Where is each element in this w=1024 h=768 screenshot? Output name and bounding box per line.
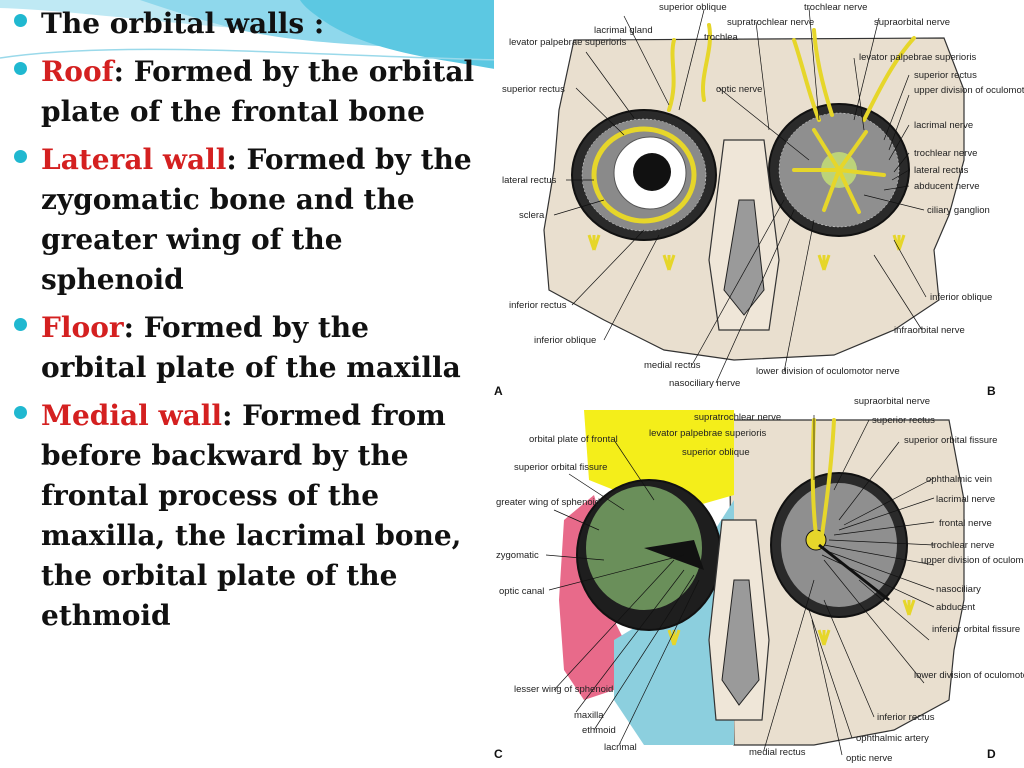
bottom-skull-panel [559, 410, 965, 746]
bullet-text: : Formed from before backward by the fro… [41, 399, 462, 632]
label-trochlear-nerve: trochlear nerve [914, 148, 977, 159]
label-superior-orbital-fissure: superior orbital fissure [514, 462, 607, 473]
bullet-dot [14, 62, 27, 75]
label-inferior-rectus: inferior rectus [877, 712, 935, 723]
bullet-dot [14, 406, 27, 419]
bullet-medial-wall: Medial wall: Formed from before backward… [14, 396, 484, 636]
label-ciliary-ganglion: ciliary ganglion [927, 205, 990, 216]
label-lacrimal-nerve: lacrimal nerve [936, 494, 995, 505]
top-leader-lines [553, 7, 927, 384]
label-optic-canal: optic canal [499, 586, 544, 597]
label-trochlear-nerve: trochlear nerve [931, 540, 994, 551]
label-frontal-nerve: frontal nerve [939, 518, 992, 529]
label-infraorbital-nerve: infraorbital nerve [894, 325, 965, 336]
bullet-term: Roof [41, 55, 114, 88]
label-supratrochlear-nerve: supratrochlear nerve [694, 412, 781, 423]
bullet-title: The orbital walls : [14, 4, 484, 44]
label-medial-rectus: medial rectus [749, 747, 806, 758]
label-lesser-wing-of-sphenoid: lesser wing of sphenoid [514, 684, 613, 695]
label-upper-division-oculomotor: upper division of oculomotor nerve [914, 85, 1024, 96]
bullet-list: The orbital walls : Roof: Formed by the … [14, 4, 484, 644]
decorative-wave [0, 0, 500, 70]
bottom-leader-lines [545, 415, 935, 756]
top-skull-panel [543, 23, 965, 361]
label-levator-palpebrae-superioris: levator palpebrae superioris [509, 37, 626, 48]
label-abducent-nerve: abducent nerve [914, 181, 980, 192]
orbit-illustration: superior oblique lacrimal gland supratro… [494, 2, 1024, 764]
label-inferior-orbital-fissure: inferior orbital fissure [932, 624, 1020, 635]
panel-letter-c: C [494, 747, 503, 761]
label-inferior-oblique: inferior oblique [930, 292, 992, 303]
label-sclera: sclera [519, 210, 545, 221]
label-superior-oblique: superior oblique [659, 2, 727, 13]
panel-letter-a: A [494, 384, 503, 398]
label-superior-orbital-fissure: superior orbital fissure [904, 435, 997, 446]
bullet-lateral-wall: Lateral wall: Formed by the zygomatic bo… [14, 140, 484, 300]
label-maxilla: maxilla [574, 710, 604, 721]
label-zygomatic: zygomatic [496, 550, 539, 561]
label-lateral-rectus: lateral rectus [502, 175, 557, 186]
label-inferior-rectus: inferior rectus [509, 300, 567, 311]
label-levator-palpebrae-superioris: levator palpebrae superioris [649, 428, 766, 439]
label-lacrimal: lacrimal [604, 742, 637, 753]
label-ophthalmic-vein: ophthalmic vein [926, 474, 992, 485]
label-trochlea: trochlea [704, 32, 739, 43]
label-ethmoid: ethmoid [582, 725, 616, 736]
panel-letter-d: D [987, 747, 996, 761]
label-supraorbital-nerve: supraorbital nerve [874, 17, 950, 28]
bullet-text: : Formed by the orbital plate of the max… [41, 311, 461, 384]
label-lateral-rectus: lateral rectus [914, 165, 969, 176]
bullet-text: : Formed by the zygomatic bone and the g… [41, 143, 472, 296]
orbit-figure: superior oblique lacrimal gland supratro… [494, 0, 1024, 768]
bullet-term: Floor [41, 311, 124, 344]
top-labels: superior oblique lacrimal gland supratro… [494, 2, 1024, 398]
label-ophthalmic-artery: ophthalmic artery [856, 733, 929, 744]
label-nasociliary-nerve: nasociliary nerve [669, 378, 740, 389]
label-superior-rectus: superior rectus [502, 84, 565, 95]
label-upper-division-oculomotor: upper division of oculomotor nerve [921, 555, 1024, 566]
bullet-roof: Roof: Formed by the orbital plate of the… [14, 52, 484, 132]
bullet-text: : Formed by the orbital plate of the fro… [41, 55, 475, 128]
label-optic-nerve: optic nerve [846, 753, 892, 764]
bullet-dot [14, 14, 27, 27]
label-superior-rectus: superior rectus [914, 70, 977, 81]
label-levator-palpebrae-superioris: levator palpebrae superioris [859, 52, 976, 63]
bullet-term: Lateral wall [41, 143, 227, 176]
bullet-floor: Floor: Formed by the orbital plate of th… [14, 308, 484, 388]
bullet-term: Medial wall [41, 399, 223, 432]
bottom-labels: supraorbital nerve supratrochlear nerve … [494, 396, 1024, 764]
bullet-text: The orbital walls : [41, 7, 325, 40]
label-optic-nerve: optic nerve [716, 84, 762, 95]
label-medial-rectus: medial rectus [644, 360, 701, 371]
label-lacrimal-nerve: lacrimal nerve [914, 120, 973, 131]
label-abducent: abducent [936, 602, 975, 613]
label-lacrimal-gland: lacrimal gland [594, 25, 653, 36]
label-orbital-plate-of-frontal: orbital plate of frontal [529, 434, 618, 445]
label-trochlear-nerve: trochlear nerve [804, 2, 867, 13]
label-inferior-oblique: inferior oblique [534, 335, 596, 346]
bullet-dot [14, 318, 27, 331]
label-superior-oblique: superior oblique [682, 447, 750, 458]
bullet-dot [14, 150, 27, 163]
panel-letter-b: B [987, 384, 996, 398]
label-supraorbital-nerve: supraorbital nerve [854, 396, 930, 407]
label-greater-wing-of-sphenoid: greater wing of sphenoid [496, 497, 600, 508]
label-nasociliary: nasociliary [936, 584, 981, 595]
label-supratrochlear-nerve: supratrochlear nerve [727, 17, 814, 28]
label-lower-division-oculomotor: lower division of oculomotor nerve [756, 366, 900, 377]
label-lower-division-oculomotor: lower division of oculomotor nerve [914, 670, 1024, 681]
label-superior-rectus: superior rectus [872, 415, 935, 426]
